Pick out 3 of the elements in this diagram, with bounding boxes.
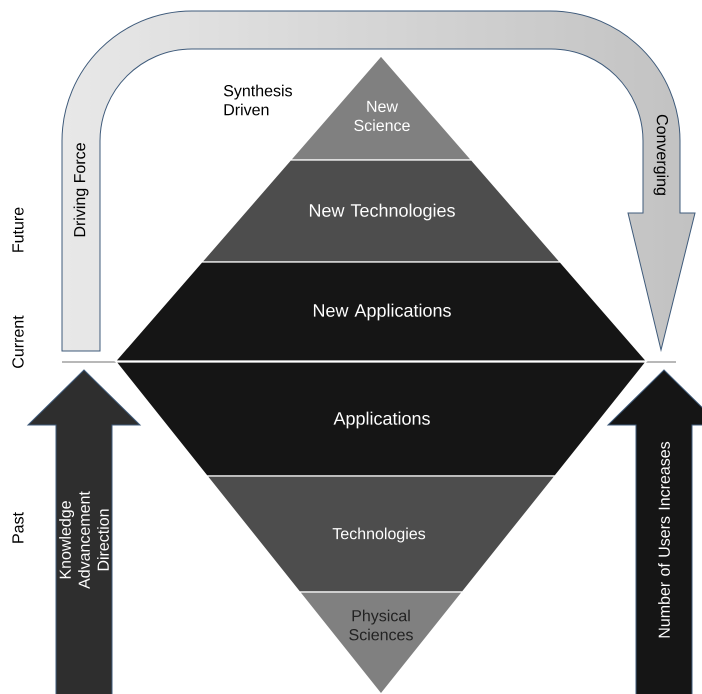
timeline-label: Current (12, 315, 24, 368)
timeline-label: Future (12, 208, 24, 252)
side-label: Synthesis Driven (224, 84, 292, 116)
